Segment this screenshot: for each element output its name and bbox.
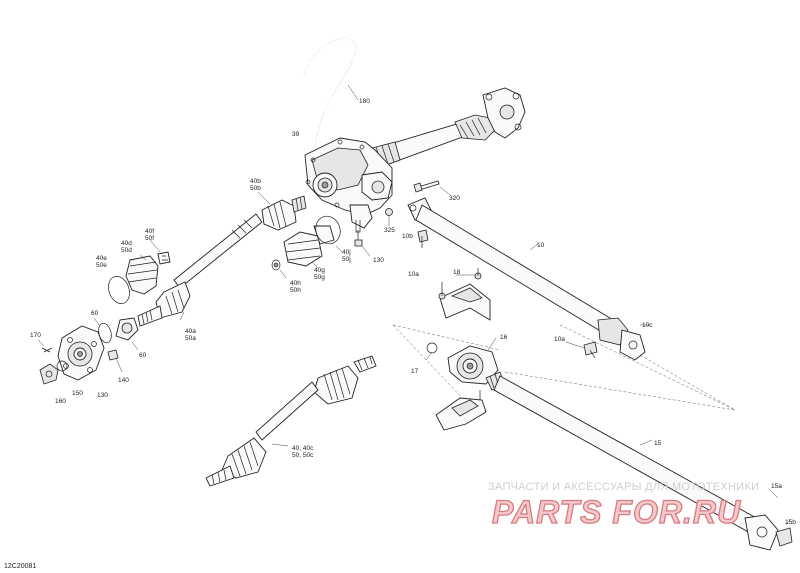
label-50h: 50h — [290, 287, 301, 294]
label-15: 15 — [654, 440, 662, 447]
label-50-50c: 50, 50c — [292, 452, 314, 459]
label-60-lower: 60 — [139, 352, 147, 359]
half-shaft-upper-part — [137, 191, 307, 327]
label-10a: 10a — [408, 271, 419, 278]
label-40-40c: 40, 40c — [292, 445, 314, 452]
label-40a: 40a — [185, 328, 196, 335]
label-50g: 50g — [314, 274, 325, 281]
label-50a: 50a — [185, 335, 196, 342]
label-50d: 50d — [121, 247, 132, 254]
label-180: 180 — [359, 98, 370, 105]
watermark: ЗАПЧАСТИ И АКСЕССУАРЫ ДЛЯ МОТОТЕХНИКИ PA… — [488, 481, 759, 531]
label-320: 320 — [449, 195, 460, 202]
boot-kit-left-parts — [108, 239, 171, 304]
label-50f: 50f — [145, 235, 154, 242]
label-40g: 40g — [314, 267, 325, 274]
label-40e: 40e — [96, 255, 107, 262]
alignment-dashed-lines — [392, 324, 736, 411]
u-joint-cross-10a-part — [417, 229, 598, 359]
label-40j: 40j — [342, 249, 351, 256]
front-output-shaft-part — [369, 87, 526, 169]
watermark-text-line1: ЗАПЧАСТИ И АКСЕССУАРЫ ДЛЯ МОТОТЕХНИКИ — [488, 481, 759, 493]
label-17: 17 — [411, 368, 419, 375]
bolt-130-part — [354, 230, 371, 257]
label-325: 325 — [384, 227, 395, 234]
label-15a: 15a — [771, 483, 782, 490]
half-shaft-lower-part — [205, 355, 377, 487]
label-50e: 50e — [96, 262, 107, 269]
front-differential-housing — [304, 137, 393, 233]
label-18: 18 — [453, 269, 461, 276]
watermark-logo: PARTS FOR.RU — [492, 494, 741, 530]
label-10b: 10b — [402, 233, 413, 240]
vent-hose-part — [303, 37, 359, 149]
label-40f: 40f — [145, 228, 154, 235]
screw-325-part — [385, 208, 393, 226]
support-bracket-lower-part — [435, 390, 487, 431]
label-50j: 50j — [342, 256, 351, 263]
bolt-320-part — [413, 180, 451, 196]
label-160: 160 — [55, 398, 66, 405]
support-bracket-upper-part — [438, 268, 491, 321]
label-50b: 50b — [250, 185, 261, 192]
label-10: 10 — [537, 242, 545, 249]
label-10a-lower: 10a — [554, 336, 565, 343]
label-60-upper: 60 — [91, 310, 99, 317]
propeller-shaft-10-part — [407, 197, 650, 361]
boot-kit-right-parts — [271, 215, 343, 279]
label-170: 170 — [30, 332, 41, 339]
label-40b: 40b — [250, 178, 261, 185]
label-15b: 15b — [785, 519, 796, 526]
label-39: 39 — [292, 131, 300, 138]
propeller-shaft-15-part — [485, 371, 793, 551]
wheel-hub-parts — [37, 317, 139, 385]
label-130-lower: 130 — [97, 392, 108, 399]
label-40d: 40d — [121, 240, 132, 247]
part-labels: 180 39 40b 50b 320 40f 50f 40d 50d 40e 5… — [30, 98, 796, 526]
label-40h: 40h — [290, 280, 301, 287]
center-bearing-part — [425, 337, 499, 385]
label-16: 16 — [500, 334, 508, 341]
label-150: 150 — [72, 390, 83, 397]
label-10c: 10c — [642, 322, 653, 329]
label-130-upper: 130 — [373, 257, 384, 264]
label-140: 140 — [118, 377, 129, 384]
diagram-code: 12C20081 — [4, 563, 36, 570]
